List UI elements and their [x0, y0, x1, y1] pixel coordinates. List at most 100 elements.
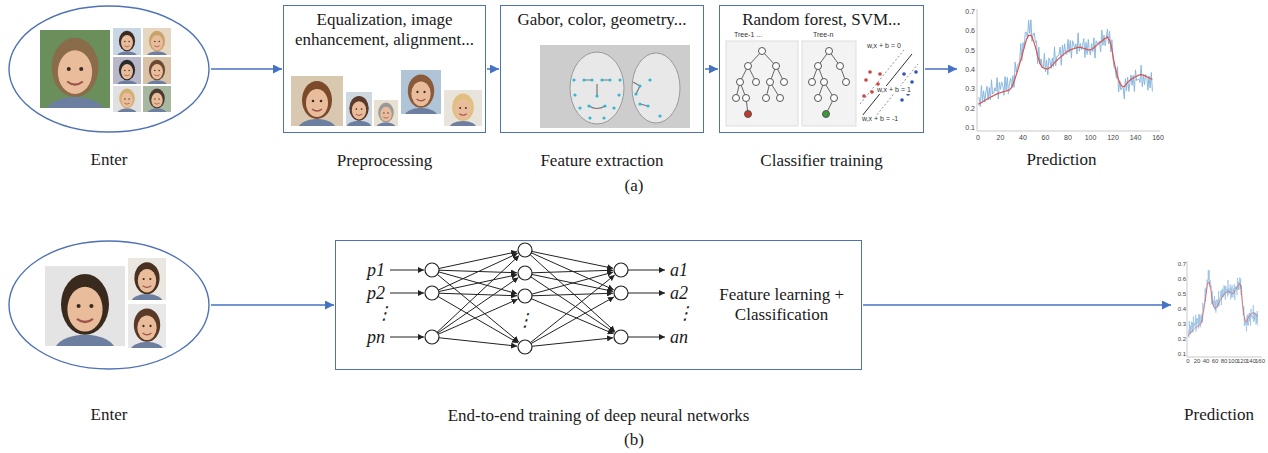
axis-tick: 0.6: [1178, 276, 1186, 283]
flow-arrow: [705, 68, 718, 70]
svm-plot: [910, 80, 914, 84]
network-link: [531, 297, 614, 344]
face-photos: [449, 94, 476, 136]
tree-diagrams: [733, 48, 850, 102]
figure-tag: (b): [624, 430, 644, 450]
node-text: Feature learning + Classification: [712, 285, 852, 325]
tree-diagrams: [726, 41, 798, 126]
network-link: [438, 253, 517, 290]
flow-arrow: [211, 304, 334, 306]
node-caption: Enter: [91, 405, 128, 425]
axis-tick: 60: [1042, 134, 1050, 142]
face-photos: [45, 38, 104, 128]
tree-diagrams: [767, 79, 774, 86]
tree-diagrams: [745, 63, 752, 70]
face-landmark-model: [632, 53, 680, 123]
flow-arrow: [925, 68, 957, 70]
process-box: Equalization, image enhancement, alignme…: [283, 5, 486, 133]
tree-diagrams: [809, 79, 816, 86]
network-link: [439, 338, 517, 346]
tree-diagrams: [843, 79, 850, 86]
face-landmark-model: [633, 82, 648, 106]
predicted-series: [1188, 282, 1258, 336]
axis-tick: 160: [1255, 358, 1265, 365]
face-landmark-model: [587, 104, 590, 107]
svm-plot: [862, 54, 912, 116]
tree-diagrams: [737, 79, 744, 86]
tree-label: Tree-n: [812, 31, 834, 39]
node-text: Equalization, image enhancement, alignme…: [290, 10, 479, 50]
tree-diagrams: [726, 41, 856, 126]
neuron: [518, 243, 532, 257]
input-symbol: p1: [366, 260, 386, 280]
face-landmark-model: [572, 78, 575, 81]
svm-plot: [870, 90, 874, 94]
network-input: [390, 337, 424, 338]
network-link: [532, 272, 614, 294]
input-symbol: pn: [366, 327, 386, 347]
tree-diagrams: [763, 95, 770, 102]
ellipse-outline: [8, 5, 210, 133]
svm-plot: [902, 72, 906, 76]
neural-network: [390, 243, 665, 354]
ellipsis-mark: ⋮: [374, 303, 394, 323]
equation-label: w,x + b = -1: [861, 115, 899, 123]
neuron: [425, 286, 439, 300]
tree-diagrams: [777, 95, 784, 102]
node-caption: Preprocessing: [337, 151, 432, 171]
figure-tag: (a): [625, 176, 644, 196]
axis-tick: 100: [1085, 134, 1097, 142]
face-landmark-model: [582, 78, 585, 81]
axis-tick: 0.2: [1178, 336, 1186, 343]
axis-tick: 0.4: [965, 66, 975, 74]
tree-diagrams: [812, 51, 846, 114]
svm-plot: [914, 70, 918, 74]
network-link: [532, 270, 613, 273]
axis-tick: 100: [1228, 358, 1238, 365]
face-photos: [298, 81, 336, 139]
network-link: [438, 278, 519, 333]
node-text: Random forest, SVM...: [726, 10, 917, 30]
neuron: [518, 289, 532, 303]
tree-diagrams: [773, 63, 780, 70]
face-landmark-model: [540, 45, 690, 128]
flow-arrow: [487, 68, 499, 70]
node-caption: End-to-end training of deep neural netwo…: [448, 406, 750, 426]
axis-tick: 80: [1221, 358, 1228, 365]
face-photos: [147, 89, 167, 119]
axis-tick: 0.1: [1178, 351, 1186, 358]
network-link: [532, 338, 613, 346]
face-photos: [40, 28, 482, 367]
axis-line: [977, 9, 978, 131]
face-landmark-model: [588, 116, 591, 119]
face-landmark-model: [590, 78, 593, 81]
network-link: [439, 275, 517, 292]
process-box: Random forest, SVM...Classifier training: [719, 5, 924, 133]
network-link: [439, 252, 517, 269]
axis-tick: 40: [1019, 134, 1027, 142]
tree-diagrams: [733, 95, 740, 102]
axis-tick: 0.6: [965, 27, 975, 35]
network-link: [439, 272, 518, 294]
face-landmark-model: [540, 45, 690, 128]
tree-diagrams: [736, 51, 784, 114]
tree-diagrams: [821, 79, 828, 86]
svm-plot: [872, 64, 918, 121]
tree-diagrams: [831, 95, 838, 102]
tree-diagrams: [781, 79, 788, 86]
input-symbol: p2: [366, 283, 386, 303]
output-symbol: an: [669, 327, 689, 347]
face-landmark-model: [572, 78, 661, 119]
axis-tick: 0.5: [1178, 291, 1186, 298]
axis-line: [1187, 357, 1262, 358]
svm-plot: [862, 94, 866, 98]
face-landmark-model: [648, 78, 651, 81]
line-chart: [977, 9, 1160, 131]
tree-diagrams: [815, 95, 822, 102]
node-caption: Classifier training: [760, 151, 882, 171]
ellipse-outline: [9, 6, 209, 132]
prediction-chart: Prediction: [1172, 255, 1266, 370]
axis-tick: 120: [1107, 134, 1119, 142]
